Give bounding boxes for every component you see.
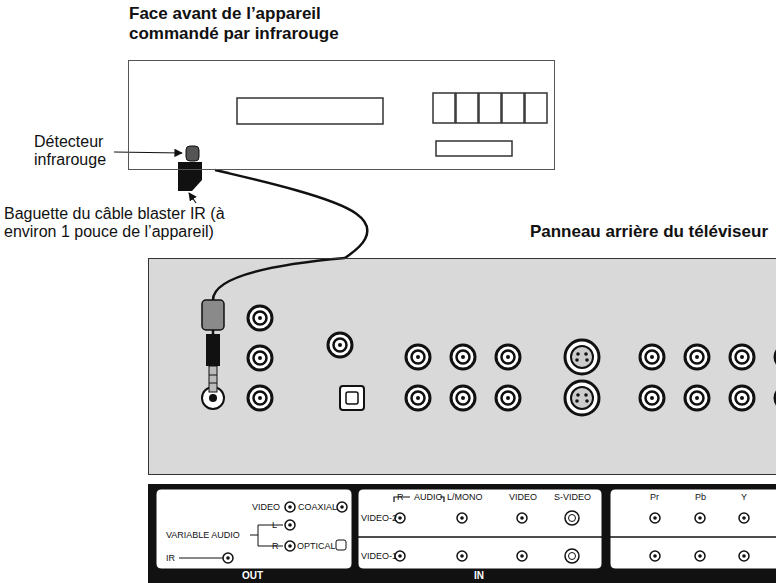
connector-label: R [272, 541, 279, 551]
device-face [128, 60, 555, 170]
connector-label: VIDEO [252, 502, 280, 512]
rca-jack [406, 386, 430, 410]
connector-label: Pr [650, 492, 659, 502]
optical-icon [336, 540, 346, 550]
rca-jack [496, 386, 520, 410]
rca-jack [248, 346, 272, 370]
out-group [156, 489, 352, 569]
connector-label: COAXIAL [298, 502, 337, 512]
rca-jack [775, 345, 776, 369]
rca-jack [248, 386, 272, 410]
button [525, 93, 547, 123]
rca-jack [496, 345, 520, 369]
button [433, 93, 455, 123]
connector-label: L [272, 520, 277, 530]
ir-jack [209, 394, 217, 402]
jack-symbol [285, 520, 295, 530]
jack-symbol [457, 551, 467, 561]
ir-detector [186, 146, 199, 161]
heading: Face avant de l’appareil commandé par in… [129, 4, 359, 44]
connector-label: L/MONO [447, 492, 483, 502]
rca-jack [640, 386, 664, 410]
s-video-jack [565, 381, 599, 415]
rca-jack [685, 345, 709, 369]
plug-tip [209, 366, 217, 392]
display-window [237, 98, 383, 124]
jack-symbol [517, 551, 527, 561]
connector-label: IN [474, 570, 484, 582]
component-group [610, 489, 776, 569]
buttons [433, 93, 547, 123]
disc-slot [436, 141, 512, 156]
jack-symbol [739, 513, 749, 523]
connector-label: R [397, 492, 404, 502]
strip-jacks [223, 502, 749, 563]
connector-label: IR [166, 553, 175, 563]
connector-label: S-VIDEO [554, 492, 591, 502]
ferrite-core [202, 300, 224, 330]
jack-symbol [695, 551, 705, 561]
jack-symbol [285, 541, 295, 551]
jack-symbol [517, 513, 527, 523]
jack-symbol [285, 502, 295, 512]
jack-symbol [337, 502, 347, 512]
tv-panel-fill [148, 258, 776, 475]
ir-wand [178, 162, 202, 191]
cable [213, 258, 345, 300]
rca-jack [640, 345, 664, 369]
heading: Panneau arrière du téléviseur [149, 222, 776, 242]
connector-label: VIDEO-1 [361, 551, 397, 561]
jack-symbol [739, 551, 749, 561]
s-video-jack [565, 340, 599, 374]
ir-line [179, 558, 223, 559]
rca-jack [730, 345, 754, 369]
jack-symbol [457, 513, 467, 523]
connector-label: AUDIO [414, 492, 443, 502]
button [502, 93, 524, 123]
jack-symbol [223, 553, 233, 563]
s-video-symbol [565, 549, 579, 563]
leader-line [189, 193, 196, 203]
connector-label: VIDEO-2 [361, 513, 397, 523]
s-video-symbol [565, 511, 579, 525]
connector-label: VARIABLE AUDIO [166, 530, 240, 540]
plug-body [206, 334, 220, 366]
rca-jack [248, 306, 272, 330]
in-group [358, 489, 602, 569]
connector-label: VIDEO [509, 492, 537, 502]
jack-symbol [650, 551, 660, 561]
button [456, 93, 478, 123]
leader-line [114, 152, 182, 153]
connector-label: Y [741, 492, 747, 502]
optical-jack [340, 386, 364, 410]
optical-jack [346, 392, 358, 404]
jack-symbol [695, 513, 705, 523]
rca-jack [406, 345, 430, 369]
callout-label: Détecteur infrarouge [34, 133, 129, 170]
rca-jack [685, 386, 709, 410]
ir-blaster-cable [215, 170, 367, 258]
rca-jack [328, 333, 352, 357]
callout-label: Baguette du câble blaster IR (à environ … [4, 205, 254, 242]
panel-jacks [248, 306, 776, 415]
button [479, 93, 501, 123]
rca-jack [451, 386, 475, 410]
jack-symbol [650, 513, 660, 523]
tv-rear-panel: Panneau arrière du téléviseur [148, 258, 776, 475]
rca-jack [451, 345, 475, 369]
connector-label: OPTICAL [297, 541, 336, 551]
device-front: Face avant de l’appareil commandé par in… [128, 60, 555, 170]
rca-jack [730, 386, 754, 410]
rca-jack [775, 386, 776, 410]
connector-label: Pb [695, 492, 706, 502]
connector-label: OUT [242, 570, 263, 582]
